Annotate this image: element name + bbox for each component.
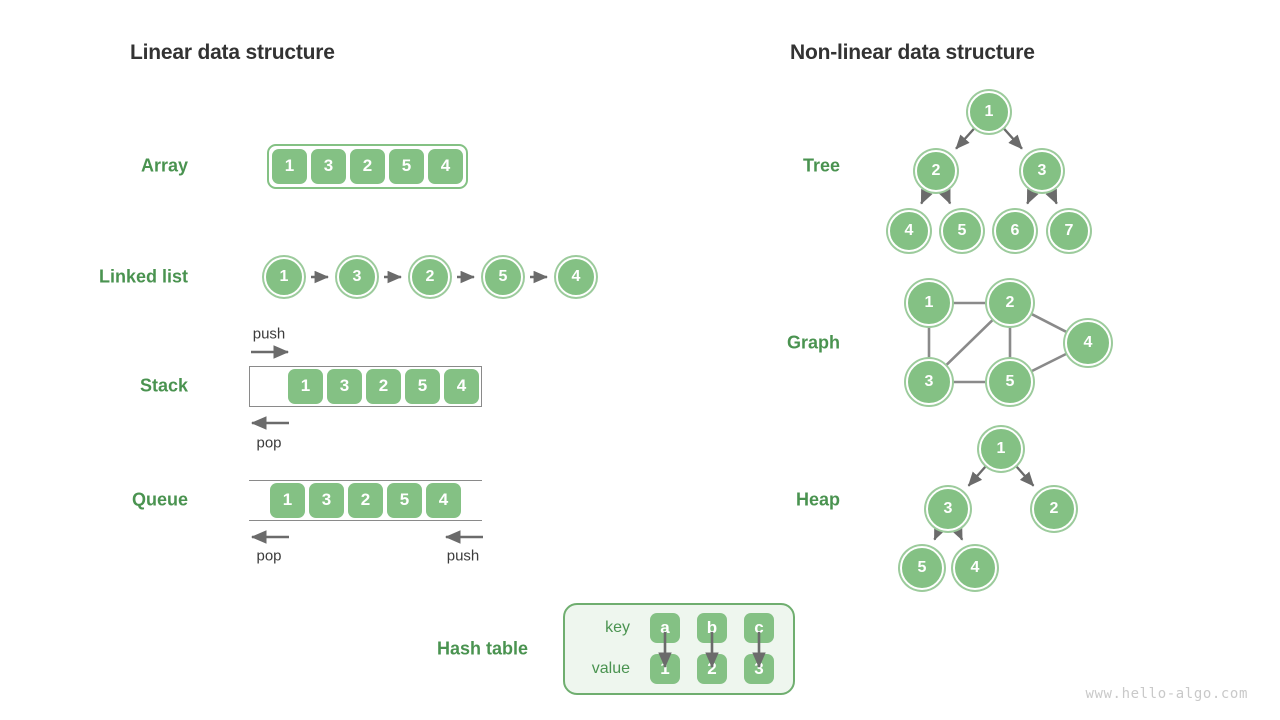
row-label-queue: Queue — [131, 489, 188, 510]
queue-pop-label: pop — [256, 547, 282, 565]
hash-value-cell: 1 — [650, 654, 680, 684]
hash-key-label: key — [605, 619, 630, 636]
heap-node: 2 — [1032, 487, 1076, 531]
tree-edge — [1045, 188, 1058, 205]
row-label-stack: Stack — [139, 375, 188, 396]
heap-node: 1 — [979, 427, 1023, 471]
heap-edge — [1015, 465, 1035, 487]
tree-node: 1 — [968, 91, 1010, 133]
linked-list-node: 5 — [483, 257, 523, 297]
linked-list-node: 1 — [264, 257, 304, 297]
heap-edge — [950, 524, 964, 541]
hash-value-cell: 3 — [744, 654, 774, 684]
hash-key-cell: b — [697, 613, 727, 643]
stack-cell: 2 — [366, 368, 401, 404]
section-title-non-linear: Non-linear data structure — [790, 41, 1035, 64]
graph-node: 2 — [987, 280, 1033, 326]
queue-cell: 2 — [348, 482, 383, 518]
tree-edge — [939, 188, 952, 205]
array-frame — [267, 143, 468, 189]
graph-node: 4 — [1065, 320, 1111, 366]
graph-edge — [945, 318, 994, 367]
heap-node: 5 — [900, 546, 944, 590]
heap-edge — [933, 524, 946, 541]
section-title-linear: Linear data structure — [130, 41, 335, 64]
linked-list-node: 3 — [337, 257, 377, 297]
linked-list-node: 2 — [410, 257, 450, 297]
hash-key-cell: c — [744, 613, 774, 643]
hash-value-cell: 2 — [697, 654, 727, 684]
queue-frame — [249, 479, 482, 521]
graph-edge — [1030, 352, 1068, 373]
tree-edge — [1002, 127, 1023, 150]
stack-pop-label: pop — [256, 434, 282, 452]
queue-cell: 5 — [387, 482, 422, 518]
array-cell: 1 — [272, 148, 307, 184]
graph-node: 5 — [987, 359, 1033, 405]
tree-node: 5 — [941, 210, 983, 252]
tree-node: 7 — [1048, 210, 1090, 252]
graph-node: 1 — [906, 280, 952, 326]
stack-cell: 4 — [444, 368, 479, 404]
tree-node: 6 — [994, 210, 1036, 252]
stack-cell: 1 — [288, 368, 323, 404]
array-cell: 3 — [311, 148, 346, 184]
stack-cell: 5 — [405, 368, 440, 404]
stack-frame — [249, 365, 482, 407]
queue-cell: 3 — [309, 482, 344, 518]
row-label-hash-table: Hash table — [436, 638, 528, 659]
graph-edge — [1030, 312, 1068, 334]
tree-edge — [1026, 188, 1039, 205]
tree-node: 2 — [915, 150, 957, 192]
tree-edge — [955, 127, 976, 150]
heap-node: 4 — [953, 546, 997, 590]
heap-node: 3 — [926, 487, 970, 531]
stack-cell: 3 — [327, 368, 362, 404]
hash-key-cell: a — [650, 613, 680, 643]
queue-cell: 4 — [426, 482, 461, 518]
tree-node: 4 — [888, 210, 930, 252]
row-label-graph: Graph — [786, 332, 840, 353]
array-cell: 5 — [389, 148, 424, 184]
tree-node: 3 — [1021, 150, 1063, 192]
queue-push-label: push — [446, 547, 480, 565]
array-cell: 4 — [428, 148, 463, 184]
queue-cell: 1 — [270, 482, 305, 518]
tree-edge — [920, 188, 933, 205]
linked-list-node: 4 — [556, 257, 596, 297]
hash-value-label: value — [591, 660, 630, 677]
watermark: www.hello-algo.com — [1085, 686, 1248, 702]
stack-push-label: push — [252, 325, 286, 343]
array-cell: 2 — [350, 148, 385, 184]
heap-edge — [967, 465, 987, 487]
graph-node: 3 — [906, 359, 952, 405]
row-label-heap: Heap — [795, 489, 840, 510]
row-label-array: Array — [140, 155, 188, 176]
row-label-tree: Tree — [802, 155, 840, 176]
row-label-linked-list: Linked list — [98, 266, 188, 287]
